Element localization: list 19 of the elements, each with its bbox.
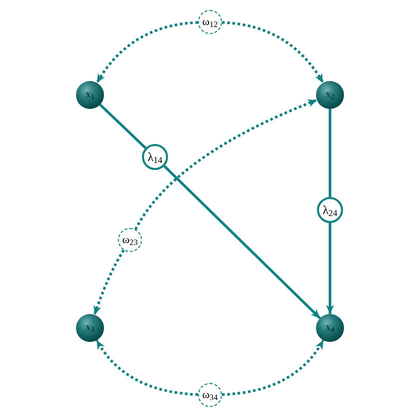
node-label: x$_{3}$ [86,323,94,333]
solid-arrow [163,165,321,320]
dotted-arrow [96,340,198,396]
node-label: x$_{1}$ [86,90,94,100]
dotted-arrow [96,21,198,84]
dotted-arrow [93,249,125,316]
node-label: x$_{2}$ [326,90,334,100]
dotted-arrow [222,340,324,396]
dotted-arrow [222,21,324,84]
solid-arrow [326,223,334,314]
solid-line [99,104,146,149]
solid-line [328,109,332,197]
node-label: λ$_{24}$ [322,204,338,216]
node-label: ω$_{12}$ [202,16,218,28]
node-label: ω$_{34}$ [202,390,218,400]
node-label: ω$_{23}$ [122,234,138,246]
node-label: λ$_{14}$ [148,151,162,163]
node-label: x$_{4}$ [326,323,334,333]
dotted-arrow [134,98,318,230]
